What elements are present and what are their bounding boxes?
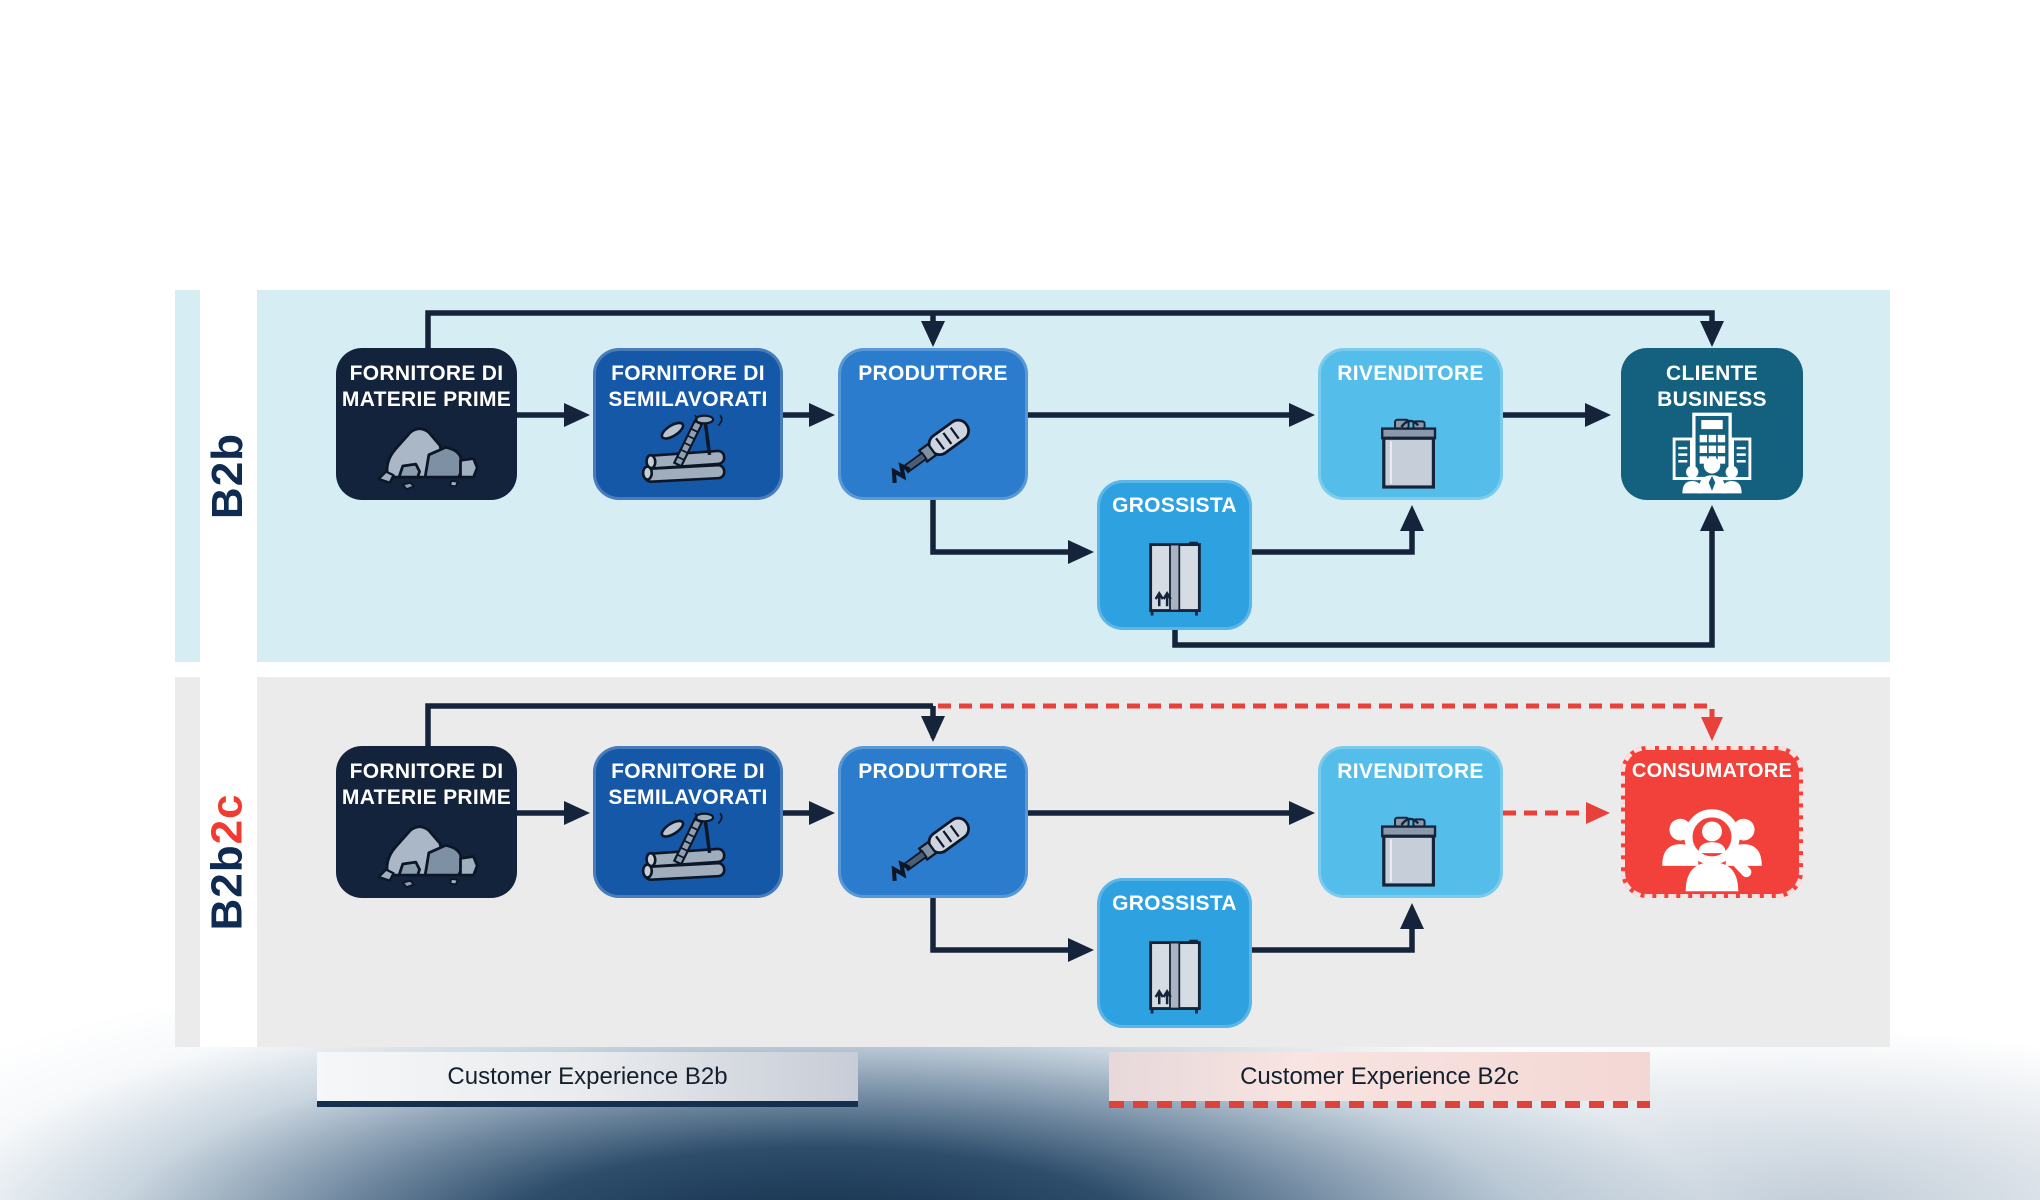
node-b2b-rivenditore: RIVENDITORE [1318, 348, 1503, 500]
node-b2b2c-rivenditore: RIVENDITORE [1318, 746, 1503, 898]
pipes-and-screws-icon [641, 414, 726, 483]
node-label: GROSSISTA [1112, 892, 1237, 915]
side-label-b2b2c-red: 2c [203, 793, 253, 845]
node-b2b-cliente-business: CLIENTE BUSINESS [1621, 348, 1803, 500]
node-label: GROSSISTA [1112, 494, 1237, 517]
shopping-bag-icon [1380, 418, 1436, 489]
node-b2b-produttore: PRODUTTORE [838, 348, 1028, 500]
node-b2b-fornitore-materie-prime: FORNITORE DI MATERIE PRIME [336, 348, 517, 500]
node-label: FORNITORE DI MATERIE PRIME [341, 760, 512, 810]
node-b2b2c-fornitore-materie-prime: FORNITORE DI MATERIE PRIME [336, 746, 517, 898]
node-label: CONSUMATORE [1631, 760, 1793, 782]
legend-bar-b2b: Customer Experience B2b [317, 1052, 858, 1101]
label-strip-b2b [200, 290, 257, 662]
node-b2b-grossista: GROSSISTA [1097, 480, 1252, 630]
side-label-b2b-text: B2b [203, 432, 252, 520]
side-label-b2b2c-navy: B2b [203, 844, 253, 931]
wardrobe-icon [1148, 541, 1201, 616]
legend-bar-b2b-label: Customer Experience B2b [447, 1062, 728, 1090]
node-label: PRODUTTORE [858, 362, 1008, 385]
node-b2b2c-grossista: GROSSISTA [1097, 878, 1252, 1028]
screwdriver-icon [891, 816, 970, 882]
legend-bar-b2c: Customer Experience B2c [1109, 1052, 1650, 1101]
pipes-and-screws-icon [641, 812, 726, 881]
legend-underline-b2c [1109, 1101, 1650, 1108]
rocks-icon [376, 825, 479, 889]
node-label: FORNITORE DI SEMILAVORATI [608, 760, 768, 810]
legend-bar-b2c-label: Customer Experience B2c [1240, 1062, 1519, 1090]
wardrobe-icon [1148, 939, 1201, 1014]
node-b2b2c-consumatore: CONSUMATORE [1621, 746, 1803, 898]
node-label: FORNITORE DI MATERIE PRIME [341, 362, 512, 412]
node-label: RIVENDITORE [1337, 362, 1484, 385]
side-label-b2b: B2b [188, 290, 268, 662]
node-b2b2c-fornitore-semilavorati: FORNITORE DI SEMILAVORATI [593, 746, 783, 898]
node-label: FORNITORE DI SEMILAVORATI [608, 362, 768, 412]
screwdriver-icon [891, 418, 970, 484]
rocks-icon [376, 427, 479, 491]
node-label: PRODUTTORE [858, 760, 1008, 783]
node-label: RIVENDITORE [1337, 760, 1484, 783]
shopping-bag-icon [1380, 816, 1436, 887]
side-label-b2b2c: B2b2c [188, 677, 268, 1047]
label-strip-b2b2c [200, 677, 257, 1047]
consumers-magnifier-icon [1662, 809, 1762, 892]
node-label: CLIENTE BUSINESS [1657, 362, 1767, 412]
node-b2b-fornitore-semilavorati: FORNITORE DI SEMILAVORATI [593, 348, 783, 500]
legend-underline-b2b [317, 1101, 858, 1107]
node-b2b2c-produttore: PRODUTTORE [838, 746, 1028, 898]
business-building-icon [1672, 412, 1752, 494]
